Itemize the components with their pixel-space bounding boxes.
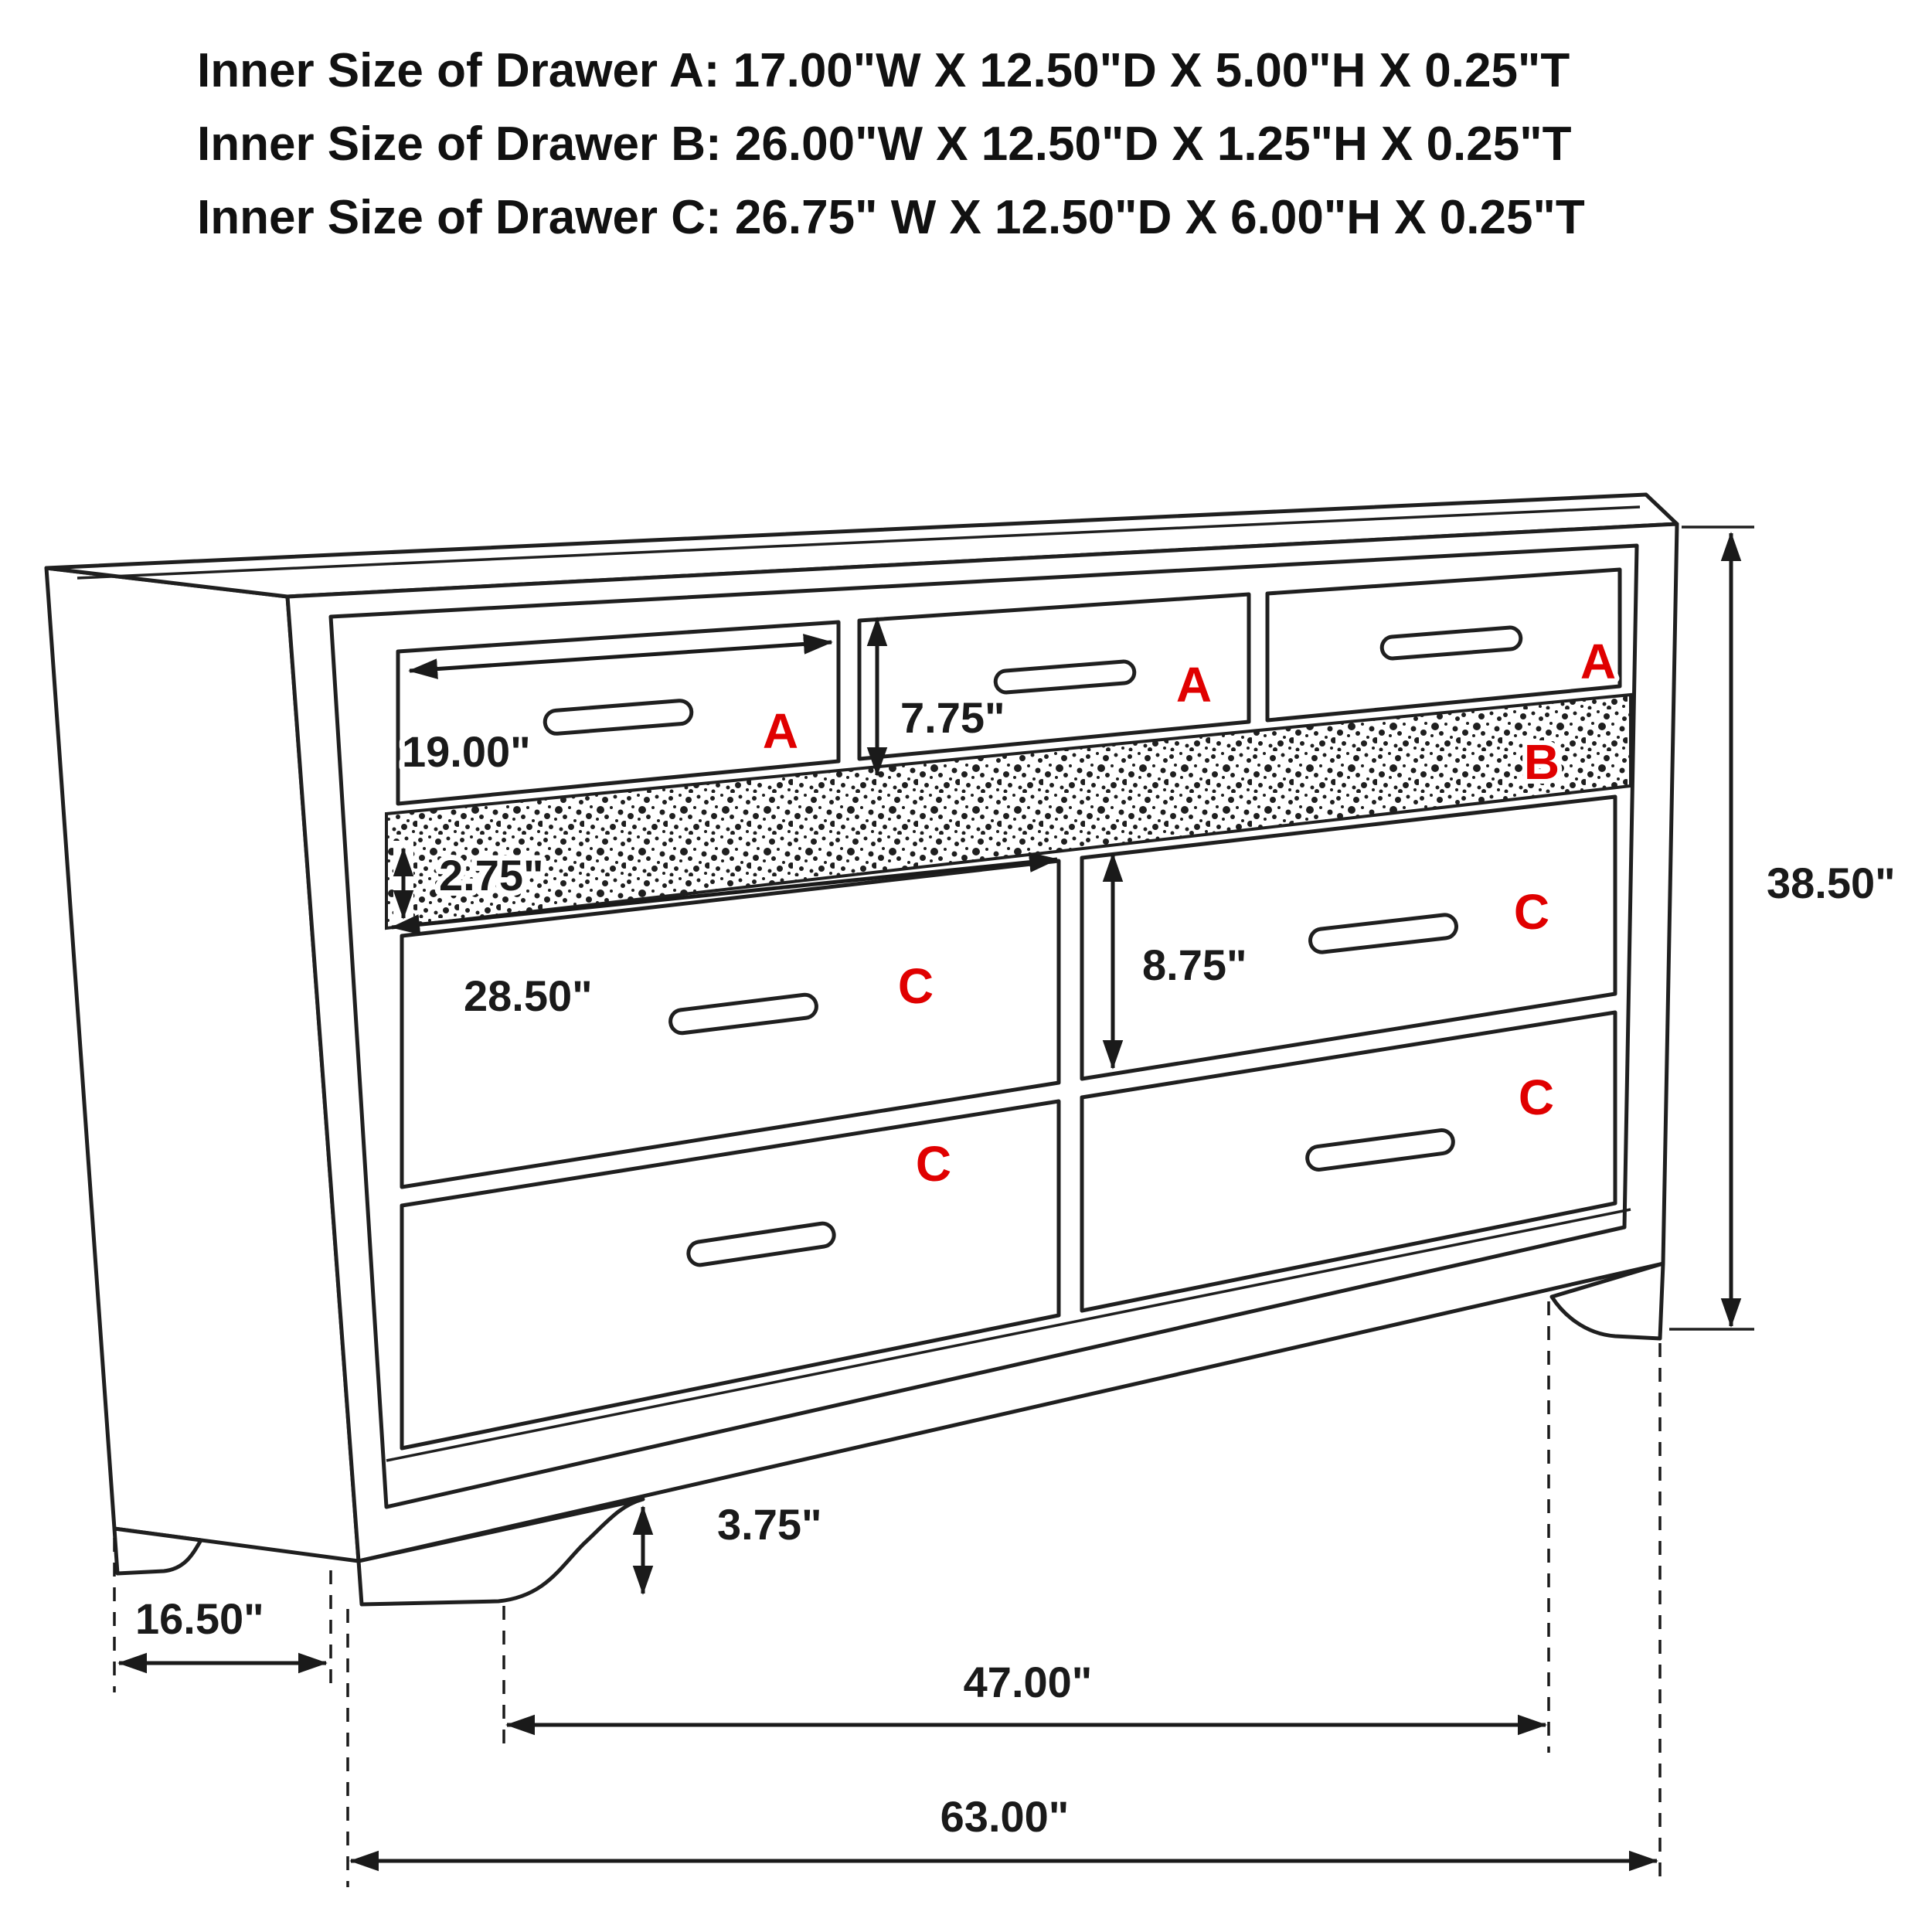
dim-overall-height-label: 38.50" <box>1767 859 1896 907</box>
dim-feet-span: 47.00" <box>502 1301 1550 1753</box>
dim-strip-front-height-label: 2.75" <box>439 851 544 900</box>
left-front-foot <box>356 1497 645 1607</box>
drawer-a2-label: A <box>1176 657 1212 713</box>
dimension-annotations: 19.00" 7.75" 2.75" 28.50" 8.75" 38.50" <box>113 526 1901 1887</box>
dim-foot-height-label: 3.75" <box>717 1500 822 1549</box>
drawer-letter-labels: A A A B C C C C <box>758 629 1621 1196</box>
dim-depth: 16.50" <box>113 1538 332 1692</box>
drawer-c-lower-right-handle-icon <box>1305 1128 1455 1172</box>
drawer-c-lower-left <box>400 1099 1061 1451</box>
header-line-drawer-b: Inner Size of Drawer B: 26.00"W X 12.50"… <box>197 117 1572 171</box>
right-front-foot <box>1549 1261 1665 1341</box>
dim-drawer-a-width: 19.00" <box>396 634 833 781</box>
dim-drawer-c-front-height: 8.75" <box>1102 852 1253 1070</box>
dim-depth-label: 16.50" <box>135 1594 264 1643</box>
drawer-a1-label: A <box>763 703 798 759</box>
drawer-c-upper-right-label: C <box>1514 884 1549 940</box>
drawer-c-upper-left-handle-icon <box>668 992 818 1036</box>
drawer-b-label: B <box>1524 734 1560 790</box>
dim-foot-height: 3.75" <box>632 1495 828 1595</box>
dim-feet-span-label: 47.00" <box>964 1658 1093 1706</box>
dim-drawer-a-width-arrow <box>408 634 833 679</box>
drawer-c-upper-left-label: C <box>898 958 934 1014</box>
dim-drawer-a-front-height-label: 7.75" <box>900 693 1005 742</box>
dim-drawer-c-width-label: 28.50" <box>464 971 593 1020</box>
header-line-drawer-c: Inner Size of Drawer C: 26.75" W X 12.50… <box>197 191 1585 244</box>
dim-overall-height: 38.50" <box>1669 526 1901 1331</box>
dim-overall-width: 63.00" <box>346 1343 1662 1887</box>
dim-drawer-c-front-height-label: 8.75" <box>1142 940 1247 989</box>
dim-drawer-a-front-height: 7.75" <box>866 617 1011 777</box>
drawer-c-upper-right-handle-icon <box>1308 913 1458 954</box>
drawer-a1-handle-icon <box>543 699 694 736</box>
header-line-drawer-a: Inner Size of Drawer A: 17.00"W X 12.50"… <box>197 44 1570 97</box>
dim-drawer-a-width-label: 19.00" <box>402 727 531 776</box>
base-molding-line <box>386 1208 1631 1462</box>
left-back-foot <box>112 1526 203 1576</box>
dim-drawer-c-width-arrow <box>390 852 1059 935</box>
front-face-frame <box>328 543 1639 1509</box>
dim-overall-width-label: 63.00" <box>940 1792 1070 1841</box>
drawer-c-lower-right-label: C <box>1519 1070 1554 1125</box>
drawer-a3-handle-icon <box>1379 625 1523 661</box>
top-bevel-line <box>77 505 1641 580</box>
drawer-a2-handle-icon <box>993 659 1137 695</box>
drawer-c-lower-left-label: C <box>916 1136 951 1192</box>
dim-drawer-c-width: 28.50" <box>390 852 1059 1026</box>
header-note: Inner Size of Drawer A: 17.00"W X 12.50"… <box>197 44 1585 244</box>
dresser-drawing <box>44 492 1679 1607</box>
drawer-c-lower-left-handle-icon <box>686 1221 836 1267</box>
drawer-a3-label: A <box>1580 634 1616 689</box>
